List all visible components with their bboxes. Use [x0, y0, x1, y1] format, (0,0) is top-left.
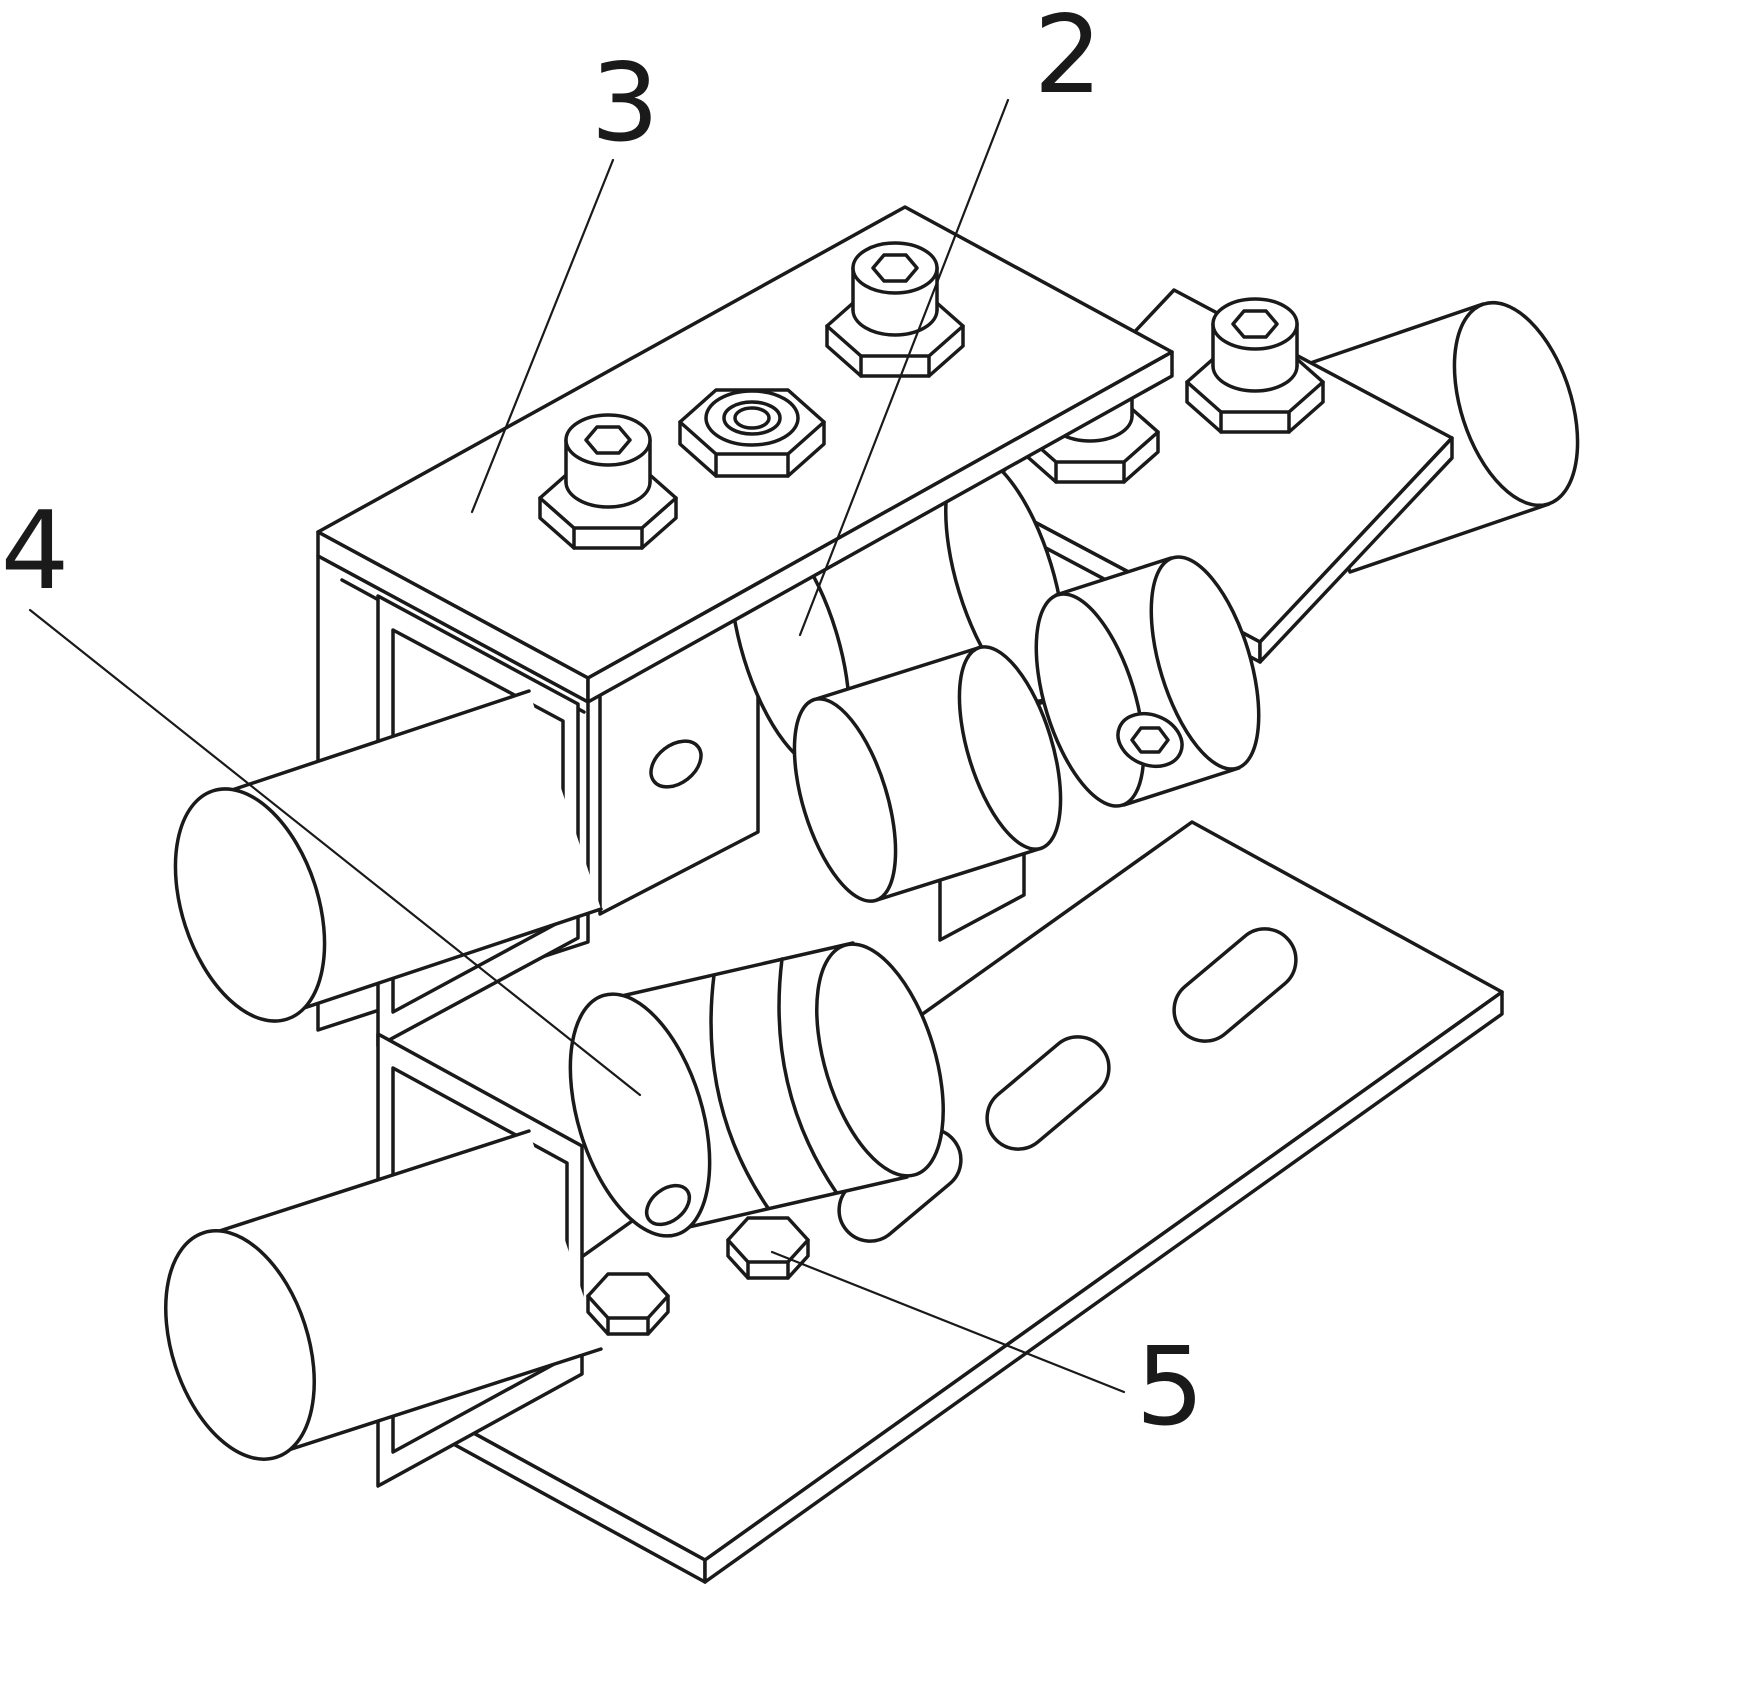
- callout-2: 2: [798, 0, 1103, 637]
- callout-3-leader: [470, 158, 615, 514]
- callout-3-label: 3: [591, 41, 660, 166]
- callout-5: 5: [770, 1250, 1205, 1450]
- hex-bolt: [726, 1216, 810, 1280]
- callout-5-label: 5: [1136, 1325, 1205, 1450]
- callout-4-label: 4: [1, 489, 70, 614]
- shaft-collar: [1034, 555, 1261, 808]
- wall-bolt-hole: [649, 739, 703, 789]
- base-slot: [985, 1035, 1111, 1151]
- middle-roller-front: [792, 645, 1063, 903]
- lower-roller-clamp: [568, 941, 945, 1238]
- clamp-bolt-hole: [644, 1183, 692, 1227]
- callout-3: 3: [470, 41, 660, 514]
- clamp-band-edge: [709, 973, 770, 1210]
- clamp-band-edge: [777, 957, 838, 1194]
- support-shaft-upper: [173, 689, 603, 1023]
- callout-2-leader: [798, 98, 1010, 637]
- callout-4-leader: [28, 608, 642, 1097]
- lock-nut: [678, 388, 826, 478]
- base-slot: [1172, 927, 1298, 1043]
- callout-5-leader: [770, 1250, 1126, 1394]
- support-shaft-lower: [164, 1129, 603, 1461]
- callout-4: 4: [1, 489, 642, 1097]
- slotted-base-plate: [393, 820, 1504, 1584]
- callout-2-label: 2: [1034, 0, 1103, 118]
- hex-bolt: [586, 1272, 670, 1336]
